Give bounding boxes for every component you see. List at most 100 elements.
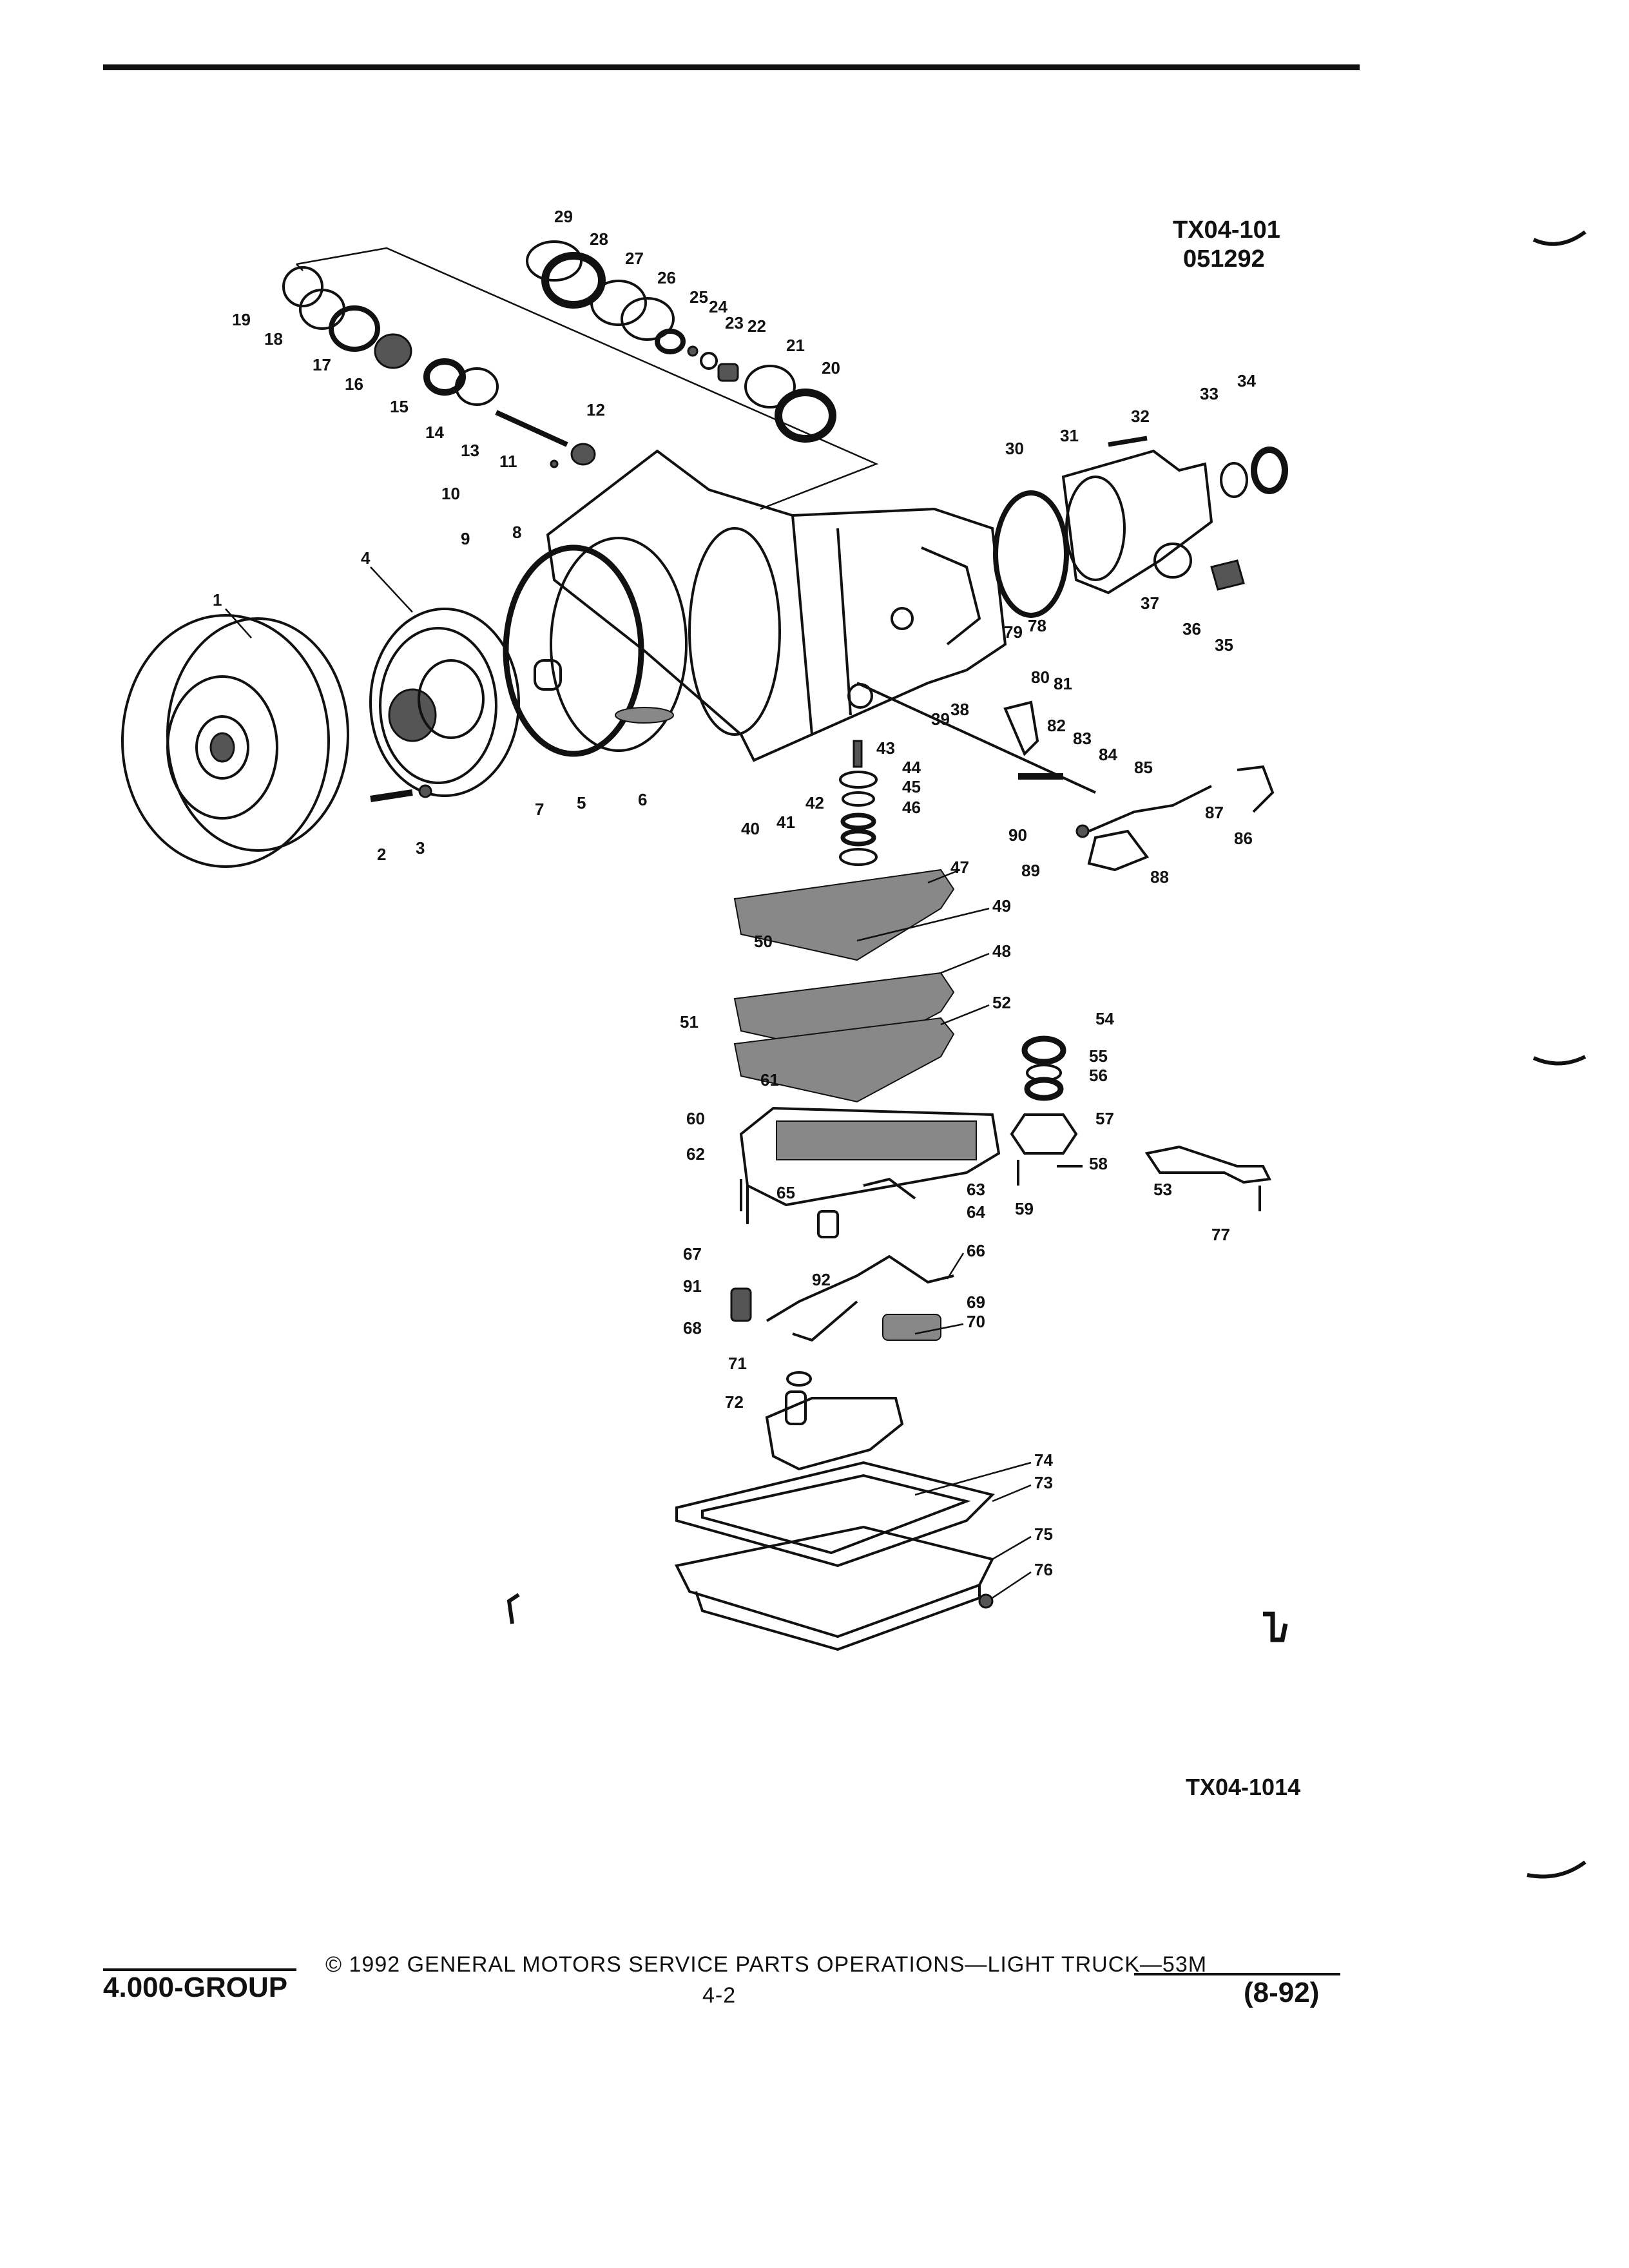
footer-rule-right [1134,1973,1340,1975]
callout-59: 59 [1015,1199,1034,1218]
callout-3: 3 [416,838,425,858]
figure-code: TX04-1014 [1186,1774,1301,1800]
diagram-date: 051292 [1183,245,1265,273]
stray-mark-right [1263,1611,1288,1642]
callout-29: 29 [554,207,573,226]
callout-14: 14 [425,423,444,442]
callout-62: 62 [686,1144,705,1164]
callout-28: 28 [590,229,608,249]
callout-6: 6 [638,790,647,809]
callout-80: 80 [1031,668,1050,687]
callout-77: 77 [1211,1225,1230,1244]
callout-48: 48 [992,941,1011,961]
callout-88: 88 [1150,867,1169,887]
callout-23: 23 [725,313,744,332]
callout-54: 54 [1095,1009,1114,1028]
callout-87: 87 [1205,803,1224,822]
callout-73: 73 [1034,1473,1053,1492]
callout-39: 39 [931,709,950,729]
callout-85: 85 [1134,758,1153,777]
callout-45: 45 [902,777,921,796]
callout-18: 18 [264,329,283,349]
callout-81: 81 [1054,674,1072,693]
callout-66: 66 [967,1241,985,1260]
callout-7: 7 [535,800,544,819]
callout-68: 68 [683,1318,702,1338]
pump-seal-gasket [503,537,688,757]
callout-91: 91 [683,1276,702,1296]
callout-65: 65 [776,1183,795,1202]
callout-84: 84 [1099,745,1117,764]
callout-44: 44 [902,758,921,777]
callout-26: 26 [657,268,676,287]
callout-49: 49 [992,896,1011,916]
seal-rings-top [526,240,836,443]
callout-9: 9 [461,529,470,548]
callout-53: 53 [1153,1180,1172,1199]
callout-16: 16 [345,374,363,394]
oil-pan-gasket [675,1461,995,1568]
footer-copyright: © 1992 GENERAL MOTORS SERVICE PARTS OPER… [325,1952,1208,1977]
callout-82: 82 [1047,716,1066,735]
callout-40: 40 [741,819,760,838]
callout-11: 11 [499,452,517,471]
callout-58: 58 [1089,1154,1108,1173]
valve-body [739,1106,1001,1224]
servo-assembly [1010,1035,1083,1186]
callout-24: 24 [709,297,728,316]
top-rule [103,64,1360,70]
callout-55: 55 [1089,1046,1108,1066]
callout-89: 89 [1021,861,1040,880]
callout-64: 64 [967,1202,985,1222]
callout-57: 57 [1095,1109,1114,1128]
torque-converter [121,614,349,868]
callout-12: 12 [586,400,605,419]
callout-76: 76 [1034,1560,1053,1579]
callout-30: 30 [1005,439,1024,458]
exploded-transmission-diagram: 1 2 3 4 5 6 7 8 9 10 11 12 13 14 15 16 1… [121,207,1288,1651]
callout-1: 1 [213,590,222,610]
callout-69: 69 [967,1293,985,1312]
callout-42: 42 [805,793,824,812]
footer-group: 4.000-GROUP [103,1972,288,2003]
callout-75: 75 [1034,1524,1053,1544]
callout-43: 43 [876,738,895,758]
spacer-plates [733,869,955,1103]
callout-19: 19 [232,310,251,329]
callout-90: 90 [1008,825,1027,845]
accumulator-stack [839,740,878,866]
transmission-case [546,449,1007,762]
callout-50: 50 [754,932,773,951]
manual-linkage [856,682,1275,872]
callout-37: 37 [1141,593,1159,613]
callout-27: 27 [625,249,644,268]
callout-36: 36 [1182,619,1201,639]
callout-5: 5 [577,793,586,812]
callout-78: 78 [1028,616,1046,635]
diagram-code: TX04-101 [1173,216,1280,244]
leader-lines [225,566,1032,1599]
callout-41: 41 [776,812,795,832]
callout-15: 15 [390,397,409,416]
footer-rule-left [103,1968,296,1971]
callout-51: 51 [680,1012,699,1032]
callout-83: 83 [1073,729,1092,748]
callout-34: 34 [1237,371,1256,390]
callout-61: 61 [760,1070,779,1090]
footer-page-number: 4-2 [702,1983,737,2008]
callout-8: 8 [512,523,521,542]
callout-52: 52 [992,993,1011,1012]
callout-25: 25 [689,287,708,307]
callout-10: 10 [441,484,460,503]
callout-46: 46 [902,798,921,817]
callout-47: 47 [950,858,969,877]
oil-pump [369,608,520,802]
callout-71: 71 [728,1354,747,1373]
callout-4: 4 [361,548,371,568]
callout-35: 35 [1215,635,1233,655]
wiring-harness [730,1177,954,1387]
callout-13: 13 [461,441,479,460]
callout-56: 56 [1089,1066,1108,1085]
callout-60: 60 [686,1109,705,1128]
callout-72: 72 [725,1392,744,1412]
